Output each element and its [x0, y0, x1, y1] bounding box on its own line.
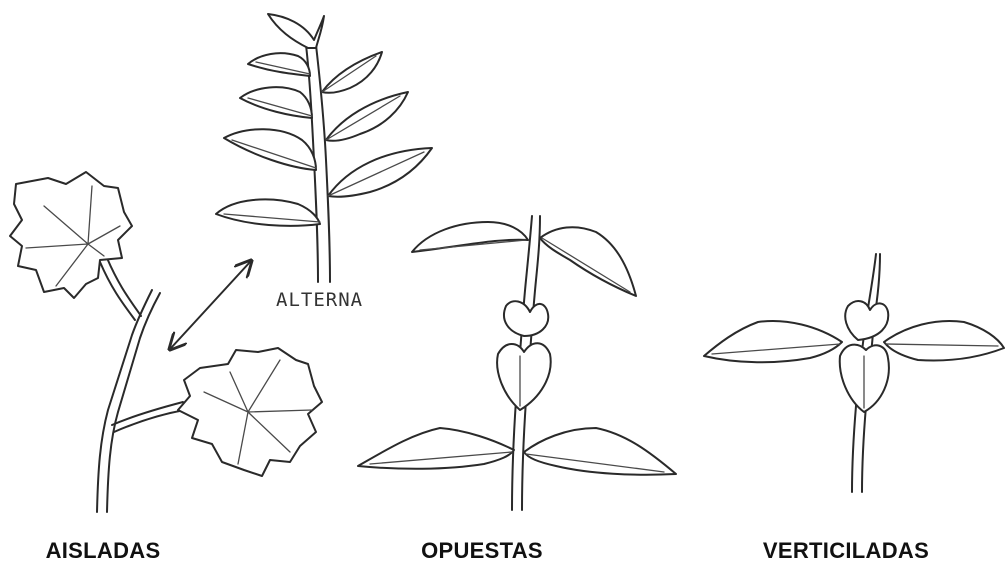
double-headed-arrow	[171, 262, 250, 348]
alterna-left-leaf-4	[216, 199, 320, 225]
verticiladas-right-leaf	[884, 321, 1004, 361]
caption-aisladas: AISLADAS	[46, 538, 161, 564]
verticiladas-drawing	[704, 254, 1004, 492]
opuestas-drawing	[358, 216, 676, 510]
aisladas-upper-leaf	[10, 172, 132, 298]
aisladas-stem	[97, 290, 152, 512]
opuestas-lower-right-leaf	[524, 428, 676, 475]
alterna-drawing: ALTERNA	[216, 14, 432, 311]
opuestas-middle-small-leaf	[504, 301, 548, 336]
opuestas-upper-left-leaf	[412, 222, 528, 252]
verticiladas-left-leaf	[704, 321, 842, 362]
aisladas-stem-edge	[107, 293, 160, 512]
verticiladas-back-leaf	[845, 301, 888, 340]
caption-verticiladas: VERTICILADAS	[763, 538, 929, 564]
alterna-handwritten-label: ALTERNA	[276, 289, 363, 311]
aisladas-lower-petiole-edge	[114, 410, 185, 432]
caption-opuestas: OPUESTAS	[421, 538, 543, 564]
opuestas-middle-lower-leaf	[497, 343, 551, 410]
opuestas-upper-right-leaf	[540, 227, 636, 296]
alterna-terminal-leaf	[268, 14, 324, 48]
aisladas-upper-petiole	[100, 262, 135, 320]
